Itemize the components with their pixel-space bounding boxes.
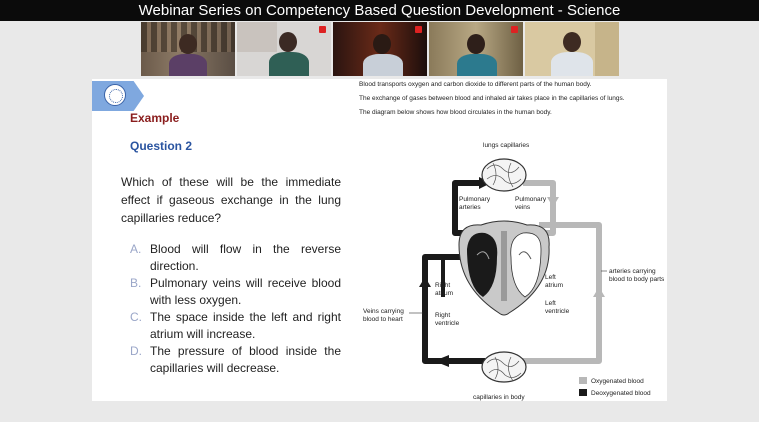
flow-arrow [593,287,605,297]
circulation-diagram: lungs capillaries Pulmonary arteries Pul… [359,137,667,401]
body-capillary-bed [481,351,527,383]
option-letter: B. [130,276,142,290]
option-c: C. The space inside the left and right a… [130,309,341,343]
option-text: The pressure of blood inside the capilla… [150,344,341,375]
vena-cava-vessel [422,254,485,364]
participant-video-tile[interactable] [333,22,427,76]
right-atrium-label: Right [435,282,450,289]
legend-deoxygenated-label: Deoxygenated blood [591,390,651,397]
option-letter: C. [130,310,142,324]
pulmonary-veins-label: veins [515,204,531,211]
webinar-title-banner: Webinar Series on Competency Based Quest… [0,0,759,21]
mic-muted-icon [319,26,326,33]
context-line: The diagram below shows how blood circul… [359,109,552,116]
heart-illustration [458,220,550,316]
option-a: A. Blood will flow in the reverse direct… [130,241,341,275]
veins-label: Veins carrying [363,308,404,315]
left-atrium-label: Left [545,274,556,281]
example-heading: Example [130,111,180,125]
option-letter: A. [130,242,142,256]
flow-arrow [547,197,559,207]
right-side-chambers [467,232,498,297]
lungs-capillaries-label: lungs capillaries [483,142,530,149]
right-ventricle-label: Right [435,312,450,319]
answer-options: A. Blood will flow in the reverse direct… [130,241,341,377]
right-atrium-label: atrium [435,290,453,297]
participant-video-strip [0,22,759,76]
flow-arrow [419,277,431,287]
pulmonary-veins-label: Pulmonary [515,196,547,203]
option-text: Blood will flow in the reverse direction… [150,242,341,273]
mic-muted-icon [415,26,422,33]
option-text: Pulmonary veins will receive blood with … [150,276,341,307]
left-ventricle-label: ventricle [545,308,570,315]
option-text: The space inside the left and right atri… [150,310,341,341]
left-atrium-label: atrium [545,282,563,289]
context-line: Blood transports oxygen and carbon dioxi… [359,81,592,88]
presentation-slide: Example Question 2 Which of these will b… [92,79,667,401]
context-text: Blood transports oxygen and carbon dioxi… [359,81,669,123]
participant-video-tile[interactable] [429,22,523,76]
left-side-chambers [510,232,542,298]
participant-video-tile[interactable] [237,22,331,76]
arteries-label: blood to body parts [609,276,665,283]
question-number: Question 2 [130,139,193,153]
pulmonary-arteries-label: arteries [459,204,481,211]
flow-arrow [434,355,449,367]
legend-oxygenated-label: Oxygenated blood [591,378,644,385]
legend-oxygenated-swatch [579,377,587,384]
participant-video-tile[interactable] [525,22,619,76]
legend-deoxygenated-swatch [579,389,587,396]
pulmonary-arteries-label: Pulmonary [459,196,491,203]
option-b: B. Pulmonary veins will receive blood wi… [130,275,341,309]
lungs-capillary-bed [481,158,527,192]
option-d: D. The pressure of blood inside the capi… [130,343,341,377]
arteries-label: arteries carrying [609,268,656,275]
question-text: Which of these will be the immediate eff… [121,175,341,225]
right-ventricle-label: ventricle [435,320,460,327]
participant-video-tile[interactable] [141,22,235,76]
mic-muted-icon [511,26,518,33]
context-line: The exchange of gases between blood and … [359,95,625,102]
option-letter: D. [130,344,142,358]
veins-label: blood to heart [363,316,403,323]
organization-logo [104,84,126,106]
capillaries-in-body-label: capillaries in body [473,394,525,401]
left-ventricle-label: Left [545,300,556,307]
